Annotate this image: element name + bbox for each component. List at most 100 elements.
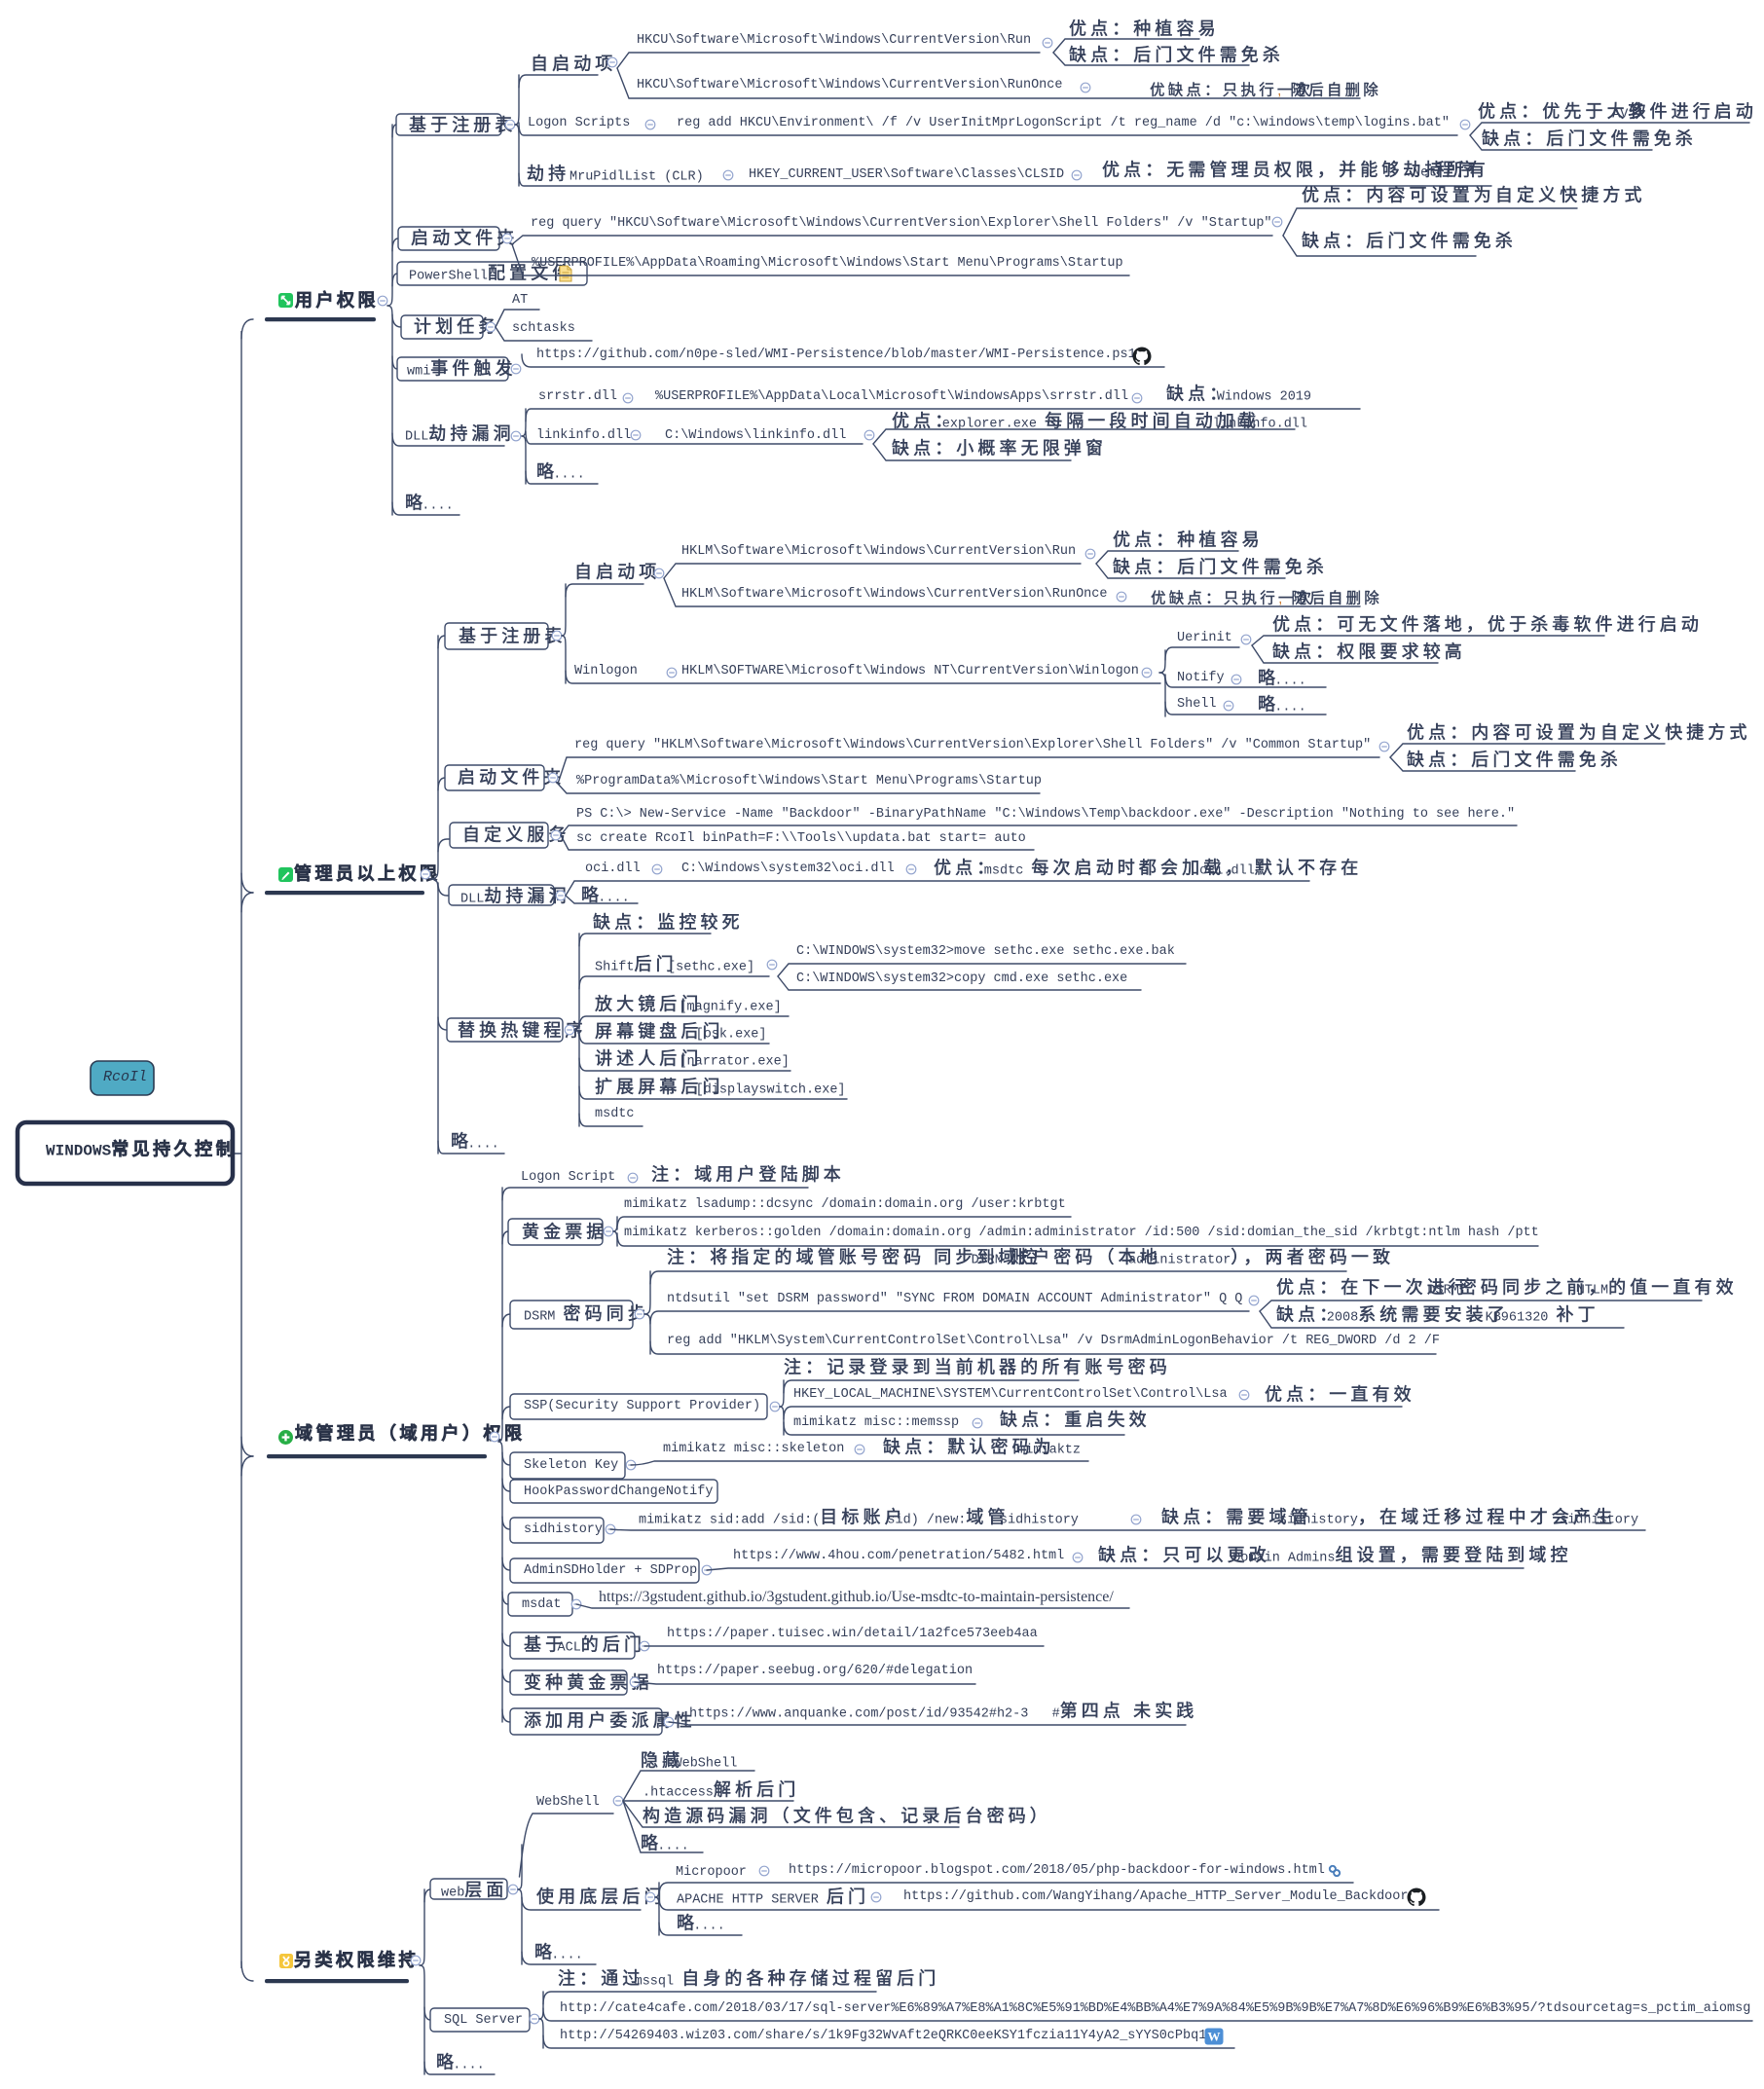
svg-text:SQL Server: SQL Server bbox=[444, 2013, 523, 2028]
svg-text:C:\WINDOWS\system32>move sethc: C:\WINDOWS\system32>move sethc.exe sethc… bbox=[796, 944, 1175, 959]
svg-text:自定义服务: 自定义服务 bbox=[462, 825, 570, 845]
svg-text:https://www.4hou.com/penetrati: https://www.4hou.com/penetration/5482.ht… bbox=[733, 1549, 1064, 1563]
svg-text:缺点：重启失效: 缺点：重启失效 bbox=[1000, 1411, 1151, 1430]
svg-text:2008: 2008 bbox=[1327, 1311, 1358, 1326]
svg-text:AdminSDHolder + SDProp: AdminSDHolder + SDProp bbox=[524, 1563, 697, 1578]
svg-text:随后自删除: 随后自删除 bbox=[1292, 590, 1383, 607]
svg-text:使用底层后门: 使用底层后门 bbox=[536, 1887, 666, 1907]
svg-text:自启动项: 自启动项 bbox=[531, 55, 616, 74]
svg-text:Logon Scripts: Logon Scripts bbox=[528, 116, 630, 130]
svg-text:Windows 2019: Windows 2019 bbox=[1217, 390, 1311, 405]
svg-text:linkinfo.dll: linkinfo.dll bbox=[536, 428, 631, 443]
svg-text:reg add "HKLM\System\CurrentCo: reg add "HKLM\System\CurrentControlSet\C… bbox=[667, 1334, 1440, 1348]
svg-text:每隔一段时间自动加载: 每隔一段时间自动加载 bbox=[1045, 412, 1260, 431]
svg-text:组设置，需要登陆到域控: 组设置，需要登陆到域控 bbox=[1336, 1546, 1572, 1565]
svg-text:https://paper.seebug.org/620/#: https://paper.seebug.org/620/#delegation bbox=[657, 1664, 973, 1678]
svg-text:优点：内容可设置为自定义快捷方式: 优点：内容可设置为自定义快捷方式 bbox=[1302, 186, 1646, 205]
svg-text:C:\Windows\linkinfo.dll: C:\Windows\linkinfo.dll bbox=[665, 428, 846, 443]
svg-text:变种黄金票据: 变种黄金票据 bbox=[524, 1673, 653, 1693]
svg-text:构造源码漏洞（文件包含、记录后台密码）: 构造源码漏洞（文件包含、记录后台密码） bbox=[643, 1807, 1051, 1826]
svg-text:sc create RcoIl binPath=F:\\To: sc create RcoIl binPath=F:\\Tools\\updat… bbox=[576, 831, 1026, 846]
svg-text:PS C:\> New-Service -Name "Bac: PS C:\> New-Service -Name "Backdoor" -Bi… bbox=[576, 807, 1515, 822]
svg-text:启动文件夹: 启动文件夹 bbox=[458, 768, 566, 788]
svg-text:https://3gstudent.github.io/3g: https://3gstudent.github.io/3gstudent.gi… bbox=[599, 1589, 1114, 1605]
svg-text:略: 略 bbox=[536, 462, 558, 482]
svg-text:linkinfo.dll: linkinfo.dll bbox=[1213, 418, 1307, 432]
svg-text:Uerinit: Uerinit bbox=[1177, 631, 1232, 645]
svg-text:DLL: DLL bbox=[460, 893, 484, 907]
svg-text:优点：在下一次进行: 优点：在下一次进行 bbox=[1276, 1278, 1470, 1298]
svg-text:HKEY_CURRENT_USER\Software\Cla: HKEY_CURRENT_USER\Software\Classes\CLSID bbox=[749, 167, 1064, 182]
svg-text:），两者密码一致: ），两者密码一致 bbox=[1231, 1248, 1394, 1267]
svg-text:....: .... bbox=[553, 468, 584, 483]
svg-text:Logon Script: Logon Script bbox=[521, 1170, 615, 1185]
svg-text:msdtc: msdtc bbox=[595, 1107, 635, 1121]
svg-text:事件触发: 事件触发 bbox=[430, 359, 516, 379]
svg-text:....: .... bbox=[551, 1949, 582, 1963]
svg-text:DLL: DLL bbox=[405, 430, 428, 445]
svg-text:sidhistory: sidhistory bbox=[1560, 1514, 1638, 1528]
svg-text:Winlogon: Winlogon bbox=[574, 664, 638, 678]
svg-text:注：记录登录到当前机器的所有账号密码: 注：记录登录到当前机器的所有账号密码 bbox=[784, 1358, 1171, 1377]
svg-text:注：将指定的域管账号密码 同步到域控: 注：将指定的域管账号密码 同步到域控 bbox=[667, 1248, 1050, 1267]
svg-text:讲述人后门: 讲述人后门 bbox=[595, 1049, 703, 1069]
svg-text:默认不存在: 默认不存在 bbox=[1255, 859, 1363, 878]
svg-text:缺点：后门文件需免杀: 缺点：后门文件需免杀 bbox=[1113, 558, 1328, 577]
svg-text:explorer.exe: explorer.exe bbox=[942, 418, 1045, 432]
svg-text:wmi: wmi bbox=[407, 365, 430, 380]
svg-text:[magnify.exe]: [magnify.exe] bbox=[679, 1001, 781, 1015]
svg-text:reg add HKCU\Environment\ /f /: reg add HKCU\Environment\ /f /v UserInit… bbox=[677, 116, 1450, 130]
svg-text:缺点：只可以更改: 缺点：只可以更改 bbox=[1098, 1546, 1270, 1565]
svg-text:....: .... bbox=[422, 499, 453, 514]
svg-text:略: 略 bbox=[641, 1834, 662, 1853]
svg-text:略: 略 bbox=[436, 2053, 458, 2072]
svg-text:自身的各种存储过程留后门: 自身的各种存储过程留后门 bbox=[681, 1969, 939, 1989]
svg-text:Skeleton Key: Skeleton Key bbox=[524, 1458, 618, 1473]
svg-text:.Net: .Net bbox=[1405, 166, 1436, 181]
svg-text:另类权限维持: 另类权限维持 bbox=[294, 1950, 420, 1970]
svg-text:msdat: msdat bbox=[522, 1597, 562, 1612]
svg-text:Shell: Shell bbox=[1177, 697, 1217, 712]
svg-text:后门: 后门 bbox=[827, 1887, 869, 1907]
svg-text:缺点：默认密码为: 缺点：默认密码为 bbox=[883, 1438, 1055, 1457]
svg-text:%ProgramData%\Microsoft\Window: %ProgramData%\Microsoft\Windows\Start Me… bbox=[576, 774, 1042, 788]
svg-text:KB961320: KB961320 bbox=[1486, 1311, 1557, 1326]
svg-text:sid) /new:: sid) /new: bbox=[887, 1514, 966, 1528]
svg-text:schtasks: schtasks bbox=[512, 321, 575, 336]
svg-text:,: , bbox=[1277, 83, 1281, 99]
svg-text:配置文件: 配置文件 bbox=[488, 264, 573, 283]
svg-text:每次启动时都会加载，: 每次启动时都会加载， bbox=[1031, 859, 1246, 878]
svg-text:....: .... bbox=[598, 892, 629, 906]
svg-text:缺点：监控较死: 缺点：监控较死 bbox=[593, 913, 744, 933]
svg-text:优点：种植容易: 优点：种植容易 bbox=[1069, 19, 1220, 39]
svg-text:注：域用户登陆脚本: 注：域用户登陆脚本 bbox=[651, 1165, 845, 1185]
svg-text:....: .... bbox=[1274, 701, 1305, 715]
svg-text:优点：一直有效: 优点：一直有效 bbox=[1265, 1385, 1415, 1405]
svg-text:优点：优先于大多: 优点：优先于大多 bbox=[1478, 102, 1650, 122]
svg-text:HookPasswordChangeNotify: HookPasswordChangeNotify bbox=[524, 1484, 713, 1499]
svg-text:https://micropoor.blogspot.com: https://micropoor.blogspot.com/2018/05/p… bbox=[789, 1863, 1325, 1878]
svg-text:Micropoor: Micropoor bbox=[676, 1865, 747, 1880]
svg-text:启动文件夹: 启动文件夹 bbox=[411, 229, 519, 248]
svg-text:黄金票据: 黄金票据 bbox=[522, 1223, 607, 1242]
svg-text:补丁: 补丁 bbox=[1557, 1305, 1599, 1325]
svg-text:msdtc: msdtc bbox=[984, 864, 1032, 879]
svg-text:基于注册表: 基于注册表 bbox=[459, 627, 567, 646]
svg-text:域管: 域管 bbox=[966, 1508, 1009, 1527]
svg-text:略: 略 bbox=[451, 1132, 472, 1152]
svg-text:劫持漏洞: 劫持漏洞 bbox=[484, 887, 570, 906]
svg-text:DSRM: DSRM bbox=[1427, 1284, 1458, 1299]
svg-text:reg query "HKCU\Software\Micro: reg query "HKCU\Software\Microsoft\Windo… bbox=[531, 216, 1272, 231]
svg-text:mimikatz sid:add /sid:(: mimikatz sid:add /sid:( bbox=[639, 1514, 820, 1528]
svg-text:DSRM: DSRM bbox=[524, 1310, 564, 1325]
svg-text:ntdsutil "set DSRM password" ": ntdsutil "set DSRM password" "SYNC FROM … bbox=[667, 1292, 1242, 1306]
svg-text:管理员以上权限: 管理员以上权限 bbox=[294, 863, 441, 884]
svg-text:oci.dll: oci.dll bbox=[1199, 864, 1255, 879]
svg-text:mimikatz lsadump::dcsync /doma: mimikatz lsadump::dcsync /domain:domain.… bbox=[624, 1197, 1066, 1212]
svg-text:屏幕键盘后门: 屏幕键盘后门 bbox=[595, 1022, 724, 1042]
svg-text:后门: 后门 bbox=[635, 955, 678, 974]
svg-text:ACL: ACL bbox=[558, 1641, 581, 1656]
svg-text:https://paper.tuisec.win/detai: https://paper.tuisec.win/detail/1a2fce57… bbox=[667, 1627, 1038, 1641]
svg-text:Notify: Notify bbox=[1177, 671, 1225, 685]
svg-text:随后自删除: 随后自删除 bbox=[1291, 82, 1382, 99]
